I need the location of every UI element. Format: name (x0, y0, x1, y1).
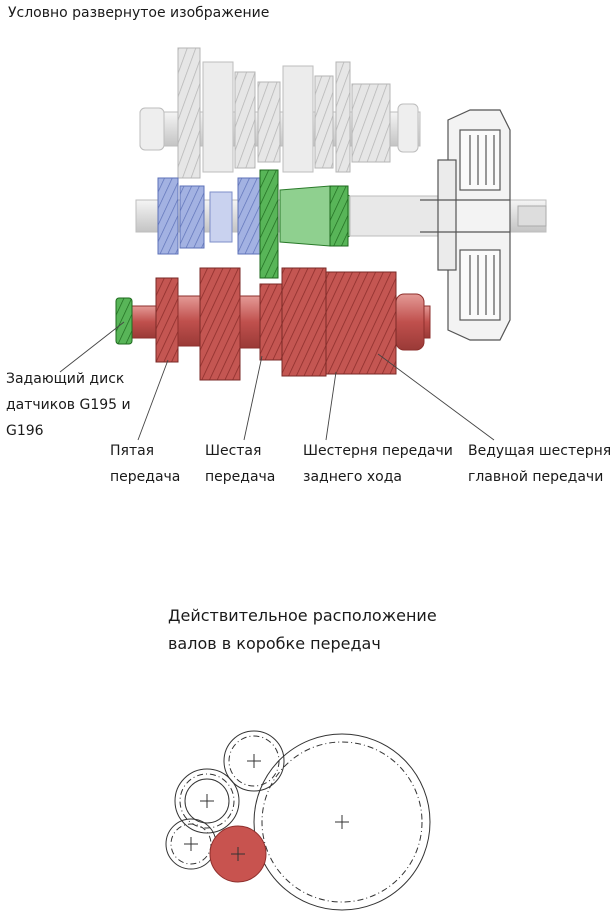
label-sensor-disc: Задающий диск датчиков G195 и G196 (6, 371, 131, 439)
label-sixth-gear: Шестая передача (205, 443, 276, 485)
output-shaft (129, 267, 431, 381)
gearbox-exploded-view (59, 47, 547, 441)
shaft-arrangement-title: Действительное расположение валов в коро… (168, 606, 437, 653)
label-final-drive-gear: Ведущая шестерня главной передачи (468, 443, 610, 485)
clutch-assembly (420, 109, 511, 341)
leader-lines (59, 321, 495, 441)
diagram-title: Условно развернутое изображение (8, 5, 270, 21)
label-reverse-gear: Шестерня передачи заднего хода (303, 443, 453, 485)
sensor-disc (115, 297, 133, 345)
upper-shaft (139, 47, 421, 179)
label-fifth-gear: Пятая передача (110, 443, 181, 485)
